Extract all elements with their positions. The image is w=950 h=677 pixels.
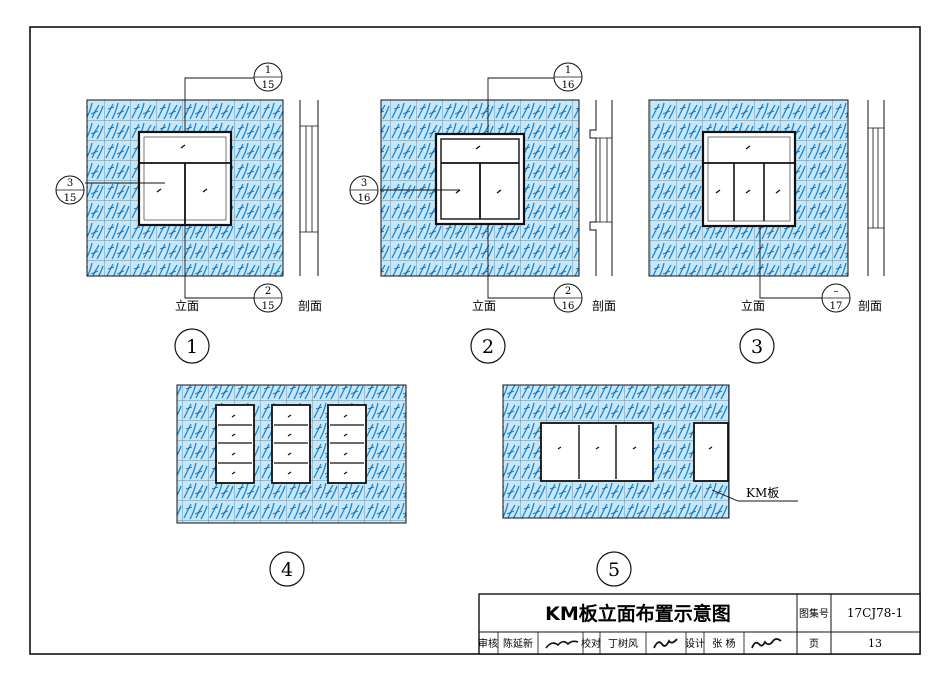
detail-ref-1-16: 1 16	[553, 62, 583, 92]
section-label: 剖面	[298, 299, 322, 313]
checker-signature	[653, 638, 678, 649]
designer-signature	[751, 638, 782, 649]
elevation-label: 立面	[741, 298, 765, 313]
svg-text:2: 2	[482, 336, 494, 358]
section-2	[589, 100, 613, 276]
reviewer-signature	[545, 640, 579, 649]
figure-1: 1 15 3 15 2 15 立面 剖面 1	[55, 62, 322, 364]
elevation-label: 立面	[472, 298, 496, 313]
figure-3: – 17 立面 剖面 3	[648, 99, 885, 364]
svg-text:2: 2	[265, 286, 271, 297]
detail-ref-2-15: 2 15	[253, 283, 283, 313]
svg-text:16: 16	[358, 193, 371, 204]
review-label: 审核	[478, 637, 498, 650]
svg-text:1: 1	[186, 336, 198, 358]
figure-number-2: 2	[470, 328, 506, 364]
svg-text:15: 15	[262, 301, 275, 312]
designer-name: 张 杨	[712, 637, 735, 650]
svg-text:3: 3	[361, 178, 367, 189]
figure-2: 1 16 3 16 2 16 立面 剖面 2	[349, 62, 616, 364]
svg-text:15: 15	[64, 193, 77, 204]
detail-ref-3-16: 3 16	[349, 175, 379, 205]
svg-text:2: 2	[565, 286, 571, 297]
design-label: 设计	[685, 637, 705, 650]
svg-text:1: 1	[265, 65, 271, 76]
svg-text:1: 1	[565, 65, 571, 76]
check-label: 校对	[581, 637, 601, 650]
figure-4: 4	[176, 384, 407, 587]
detail-ref-3-15: 3 15	[55, 175, 85, 205]
svg-text:5: 5	[608, 559, 620, 581]
figure-number-1: 1	[174, 328, 210, 364]
section-label: 剖面	[592, 299, 616, 313]
page-number: 13	[868, 637, 882, 650]
title-block: KM板立面布置示意图 图集号 17CJ78-1 审核 陈延新 校对 丁树风 设计…	[478, 593, 921, 655]
detail-ref-1-15: 1 15	[253, 62, 283, 92]
section-3	[867, 100, 885, 276]
svg-text:–: –	[834, 286, 839, 297]
atlas-label: 图集号	[799, 607, 829, 620]
checker-name: 丁树风	[608, 637, 638, 650]
svg-text:16: 16	[562, 80, 575, 91]
section-label: 剖面	[858, 299, 882, 313]
outer-frame	[29, 26, 921, 655]
figure-number-3: 3	[739, 328, 775, 364]
svg-text:15: 15	[262, 80, 275, 91]
page-label: 页	[809, 638, 819, 650]
figure-number-4: 4	[269, 551, 305, 587]
svg-text:3: 3	[751, 336, 763, 358]
sheet-title: KM板立面布置示意图	[545, 602, 731, 625]
figure-number-5: 5	[596, 551, 632, 587]
reviewer-name: 陈延新	[503, 637, 533, 650]
figure-5: KM板 5	[502, 384, 798, 587]
svg-text:3: 3	[67, 178, 73, 189]
svg-text:16: 16	[562, 301, 575, 312]
svg-text:4: 4	[281, 559, 293, 581]
elevation-label: 立面	[175, 298, 199, 313]
detail-ref-2-16: 2 16	[553, 283, 583, 313]
detail-ref-17: – 17	[821, 283, 851, 313]
svg-text:17: 17	[830, 301, 843, 312]
atlas-number: 17CJ78-1	[847, 606, 903, 620]
section-1	[299, 100, 319, 276]
km-board-label: KM板	[746, 486, 779, 500]
